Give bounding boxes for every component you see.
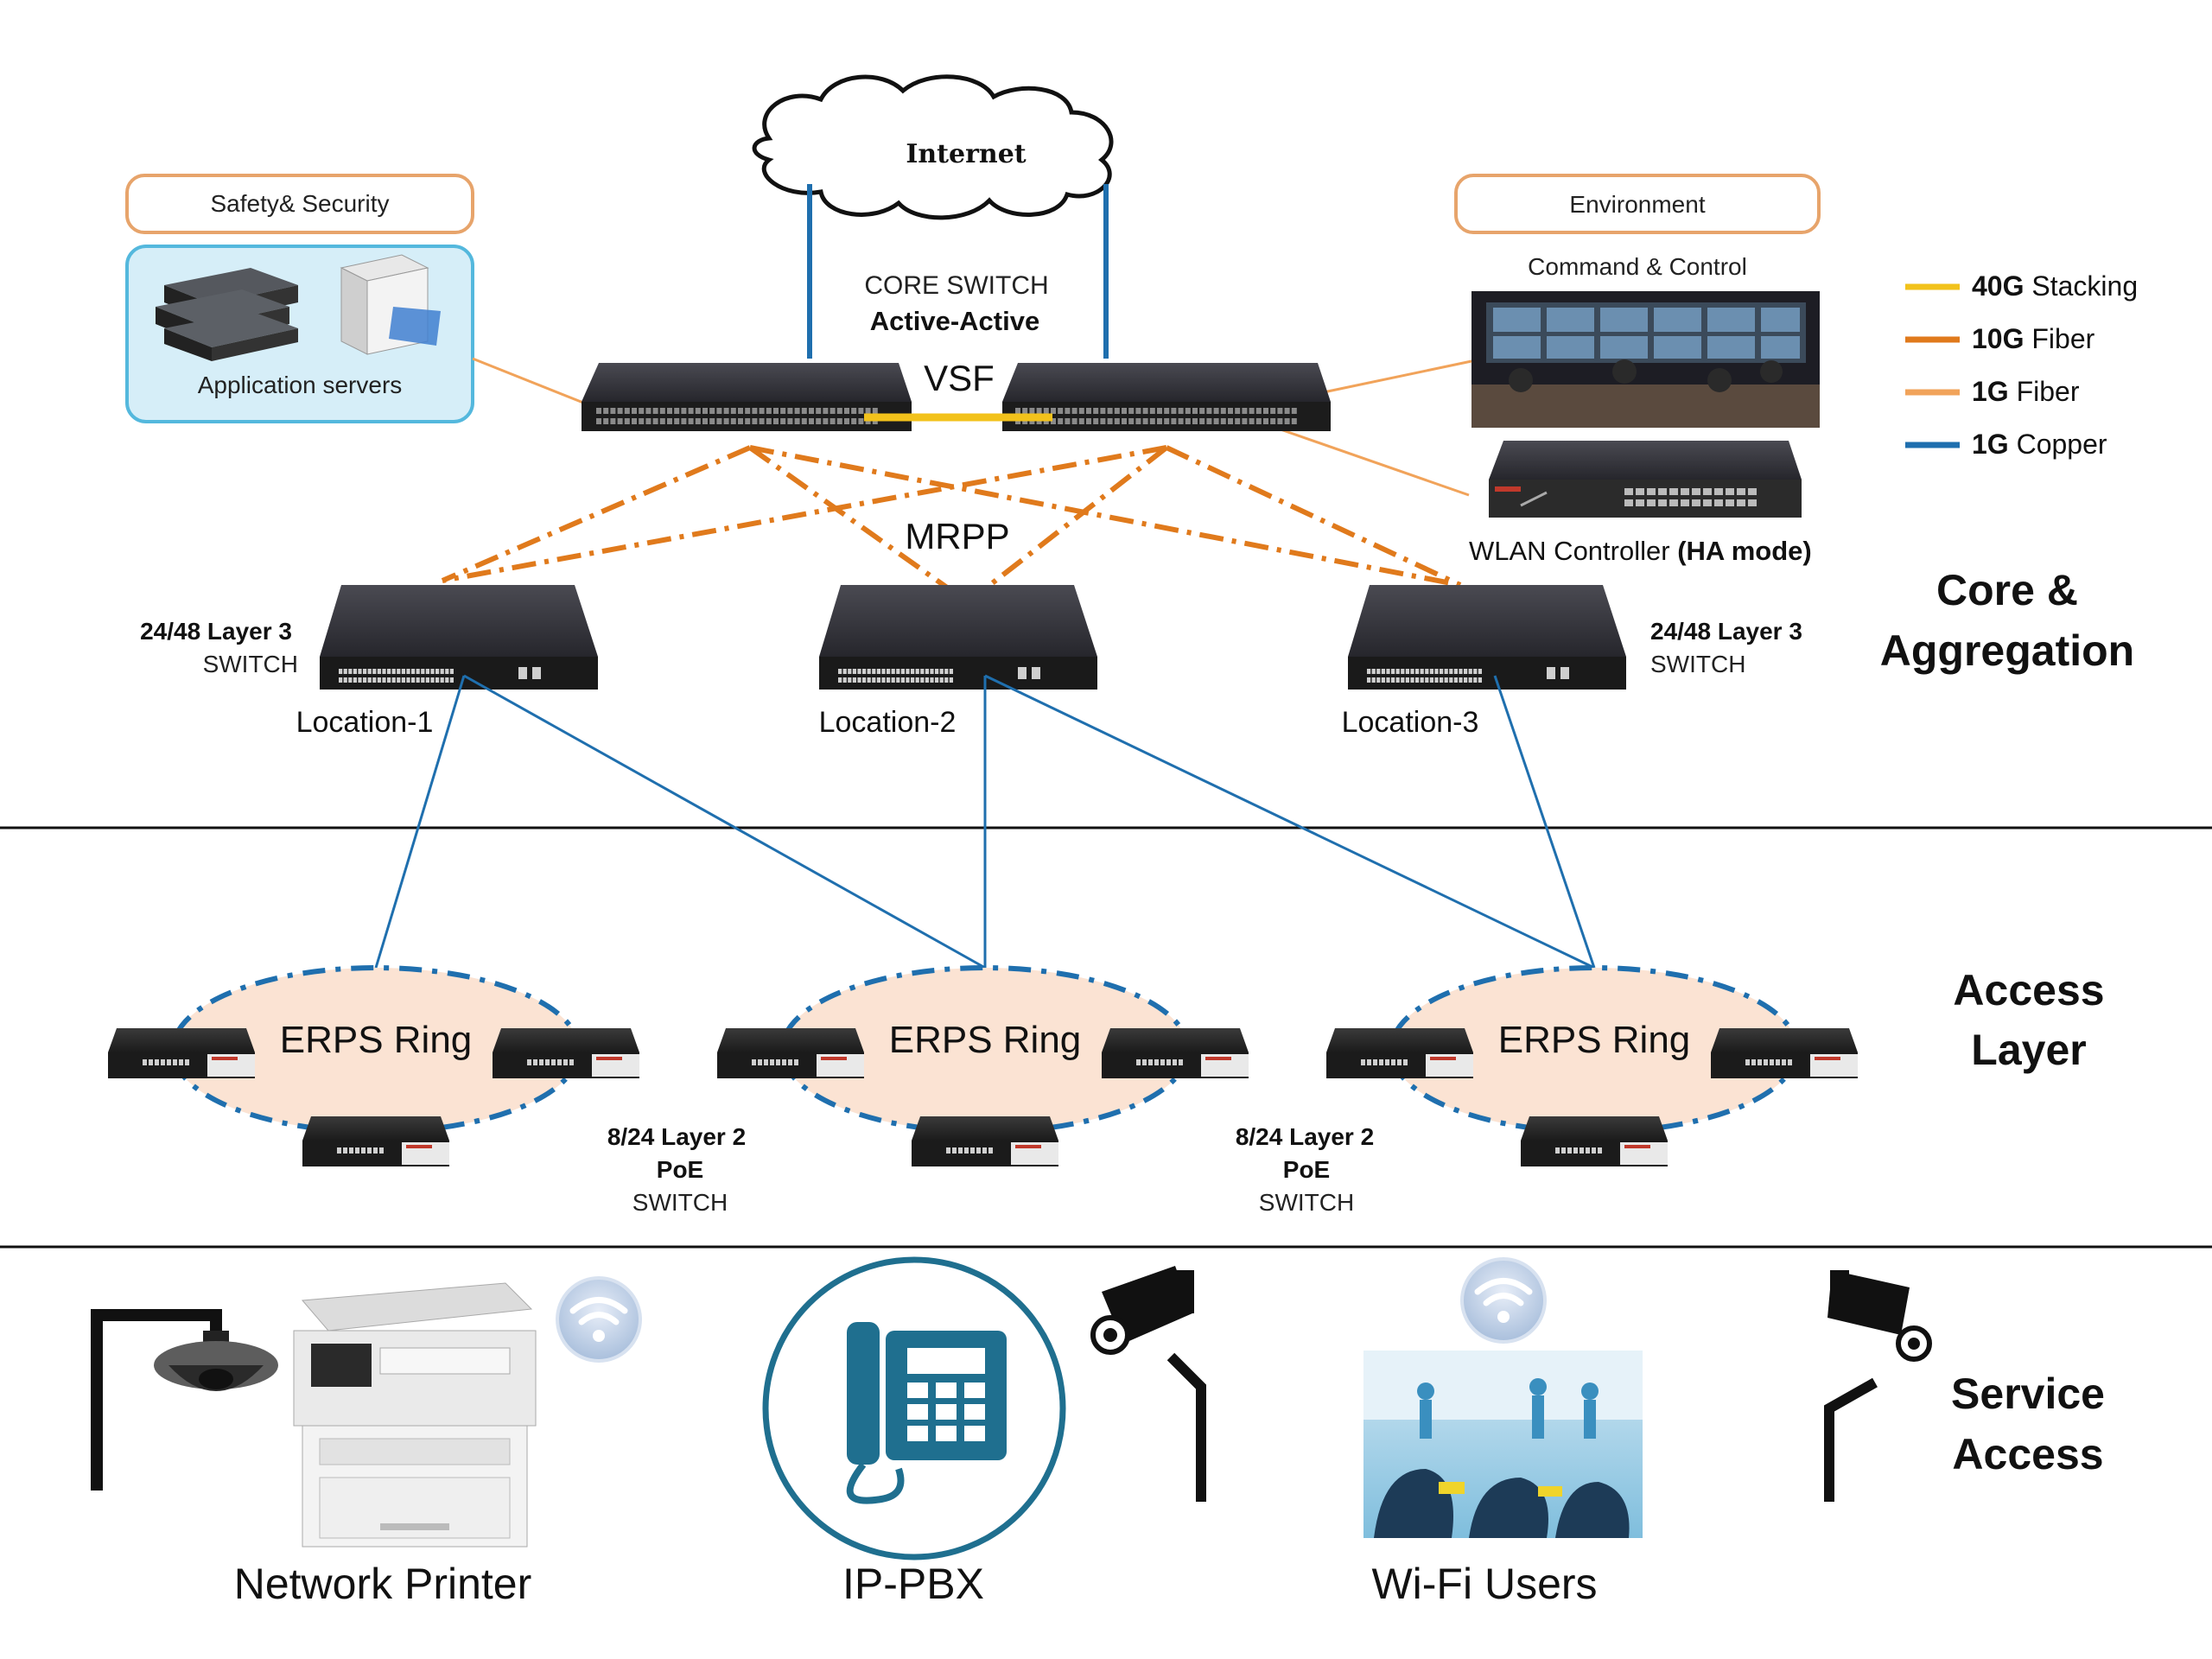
- l2-switch-bottom: [912, 1116, 1058, 1166]
- network-printer-icon: [293, 1282, 537, 1548]
- mrpp-fiber-mesh: [441, 445, 1462, 605]
- l2-switch-label-1-line2: PoE: [657, 1156, 703, 1183]
- safety-security-group: Safety& Security Application servers: [125, 174, 474, 423]
- copper-loc1-ring2: [463, 674, 986, 969]
- bullet-camera-icon-1: [1090, 1266, 1206, 1502]
- copper-loc3-ring3: [1493, 675, 1596, 969]
- legend: 40G Stacking 10G Fiber 1G Fiber 1G Copper: [1905, 270, 2138, 460]
- erps-ring-label: ERPS Ring: [1498, 1019, 1691, 1061]
- access-layer-label-line1: Access: [1953, 966, 2104, 1014]
- l3-switch-label-left-line1: 24/48 Layer 3: [140, 618, 292, 645]
- l2-switch-bottom: [302, 1116, 449, 1166]
- link-core-wlan: [1280, 428, 1470, 497]
- l2-switch-right: [1102, 1028, 1249, 1078]
- core-switch-left: [582, 363, 912, 431]
- fiber-coreR-loc1: [442, 445, 1167, 583]
- erps-rings-group: ERPS Ring ERPS Ring ERPS Ring: [108, 965, 1858, 1166]
- l2-switch-left: [717, 1028, 864, 1078]
- l3-switches-group: [320, 585, 1626, 690]
- wifi-users-label: Wi-Fi Users: [1371, 1560, 1597, 1608]
- core-aggregation-label-line2: Aggregation: [1880, 626, 2134, 675]
- bullet-camera-icon-2: [1824, 1270, 1932, 1502]
- command-room-image: [1471, 291, 1820, 428]
- internet-cloud: Internet: [752, 74, 1114, 220]
- ip-pbx-icon: [762, 1256, 1066, 1560]
- erps-ring-3: ERPS Ring: [1326, 965, 1858, 1166]
- copper-loc1-ring1: [374, 675, 466, 969]
- legend-label: 10G Fiber: [1972, 323, 2095, 354]
- core-switch-label: CORE SWITCH: [864, 271, 1048, 300]
- safety-title: Safety& Security: [211, 190, 390, 217]
- legend-label: 40G Stacking: [1972, 270, 2138, 302]
- l2-switch-label-1-line3: SWITCH: [632, 1189, 728, 1216]
- legend-label: 1G Fiber: [1972, 376, 2080, 407]
- copper-links: [374, 674, 1596, 969]
- fiber-coreL-loc3: [749, 445, 1461, 588]
- erps-ring-2: ERPS Ring: [717, 965, 1249, 1166]
- location-2-label: Location-2: [819, 706, 957, 739]
- erps-ring-1: ERPS Ring: [108, 965, 639, 1166]
- wlan-controller-label: WLAN Controller (HA mode): [1469, 536, 1812, 566]
- fiber-coreR-loc3: [1165, 445, 1462, 588]
- l2-switch-bottom: [1521, 1116, 1668, 1166]
- l3-switch-label-right-line1: 24/48 Layer 3: [1650, 618, 1802, 645]
- legend-item: 40G Stacking: [1905, 270, 2138, 302]
- legend-item: 1G Copper: [1905, 429, 2107, 460]
- tower-server-icon: [340, 254, 441, 355]
- environment-title-box: [1454, 174, 1821, 234]
- internet-label: Internet: [906, 139, 1026, 169]
- mrpp-label: MRPP: [905, 516, 1009, 556]
- service-access-label-line2: Access: [1952, 1430, 2103, 1478]
- link-core-command: [1319, 359, 1472, 395]
- wifi-users-image: [1363, 1351, 1643, 1538]
- core-switch-right: [1002, 363, 1331, 431]
- l3-switch-location-2: [819, 585, 1097, 690]
- dome-camera-icon: [91, 1309, 278, 1491]
- l2-switch-label-1-line1: 8/24 Layer 2: [607, 1123, 746, 1150]
- l2-switch-right: [493, 1028, 639, 1078]
- safety-title-box: [125, 174, 474, 234]
- l3-switch-location-3: [1348, 585, 1626, 690]
- command-control-label: Command & Control: [1528, 253, 1747, 280]
- erps-ring-label: ERPS Ring: [889, 1019, 1082, 1061]
- l2-switch-label-2-line1: 8/24 Layer 2: [1236, 1123, 1374, 1150]
- rack-servers-icon: [156, 268, 298, 361]
- copper-loc2-ring3: [984, 674, 1595, 969]
- ip-pbx-label: IP-PBX: [842, 1560, 984, 1608]
- l3-switch-label-left-line2: SWITCH: [203, 651, 298, 677]
- location-1-label: Location-1: [296, 706, 434, 739]
- legend-item: 10G Fiber: [1905, 323, 2095, 354]
- environment-title: Environment: [1569, 191, 1705, 218]
- environment-group: Environment Command & Control: [1454, 174, 1821, 428]
- l2-switch-label-2-line2: PoE: [1283, 1156, 1330, 1183]
- l2-switch-label-2-line3: SWITCH: [1259, 1189, 1354, 1216]
- l2-switch-left: [1326, 1028, 1473, 1078]
- erps-ring-label: ERPS Ring: [280, 1019, 473, 1061]
- legend-label: 1G Copper: [1972, 429, 2107, 460]
- legend-item: 1G Fiber: [1905, 376, 2080, 407]
- l2-switch-left: [108, 1028, 255, 1078]
- network-printer-label: Network Printer: [234, 1560, 532, 1608]
- core-aggregation-label-line1: Core &: [1936, 566, 2078, 614]
- service-access-label-line1: Service: [1951, 1370, 2105, 1418]
- location-3-label: Location-3: [1342, 706, 1479, 739]
- access-layer-label-line2: Layer: [1971, 1026, 2086, 1074]
- vsf-label: VSF: [924, 358, 995, 398]
- l3-switch-label-right-line2: SWITCH: [1650, 651, 1745, 677]
- core-switch-mode: Active-Active: [870, 306, 1039, 336]
- l2-switch-right: [1711, 1028, 1858, 1078]
- wifi-icon-users: [1460, 1257, 1547, 1344]
- fiber-coreR-loc2: [966, 445, 1168, 605]
- wlan-controller-device: [1489, 441, 1802, 518]
- link-servers-core: [472, 357, 597, 410]
- l3-switch-location-1: [320, 585, 598, 690]
- fiber-coreL-loc1: [441, 445, 752, 583]
- wifi-icon-printer: [556, 1276, 642, 1363]
- app-servers-label: Application servers: [198, 372, 403, 398]
